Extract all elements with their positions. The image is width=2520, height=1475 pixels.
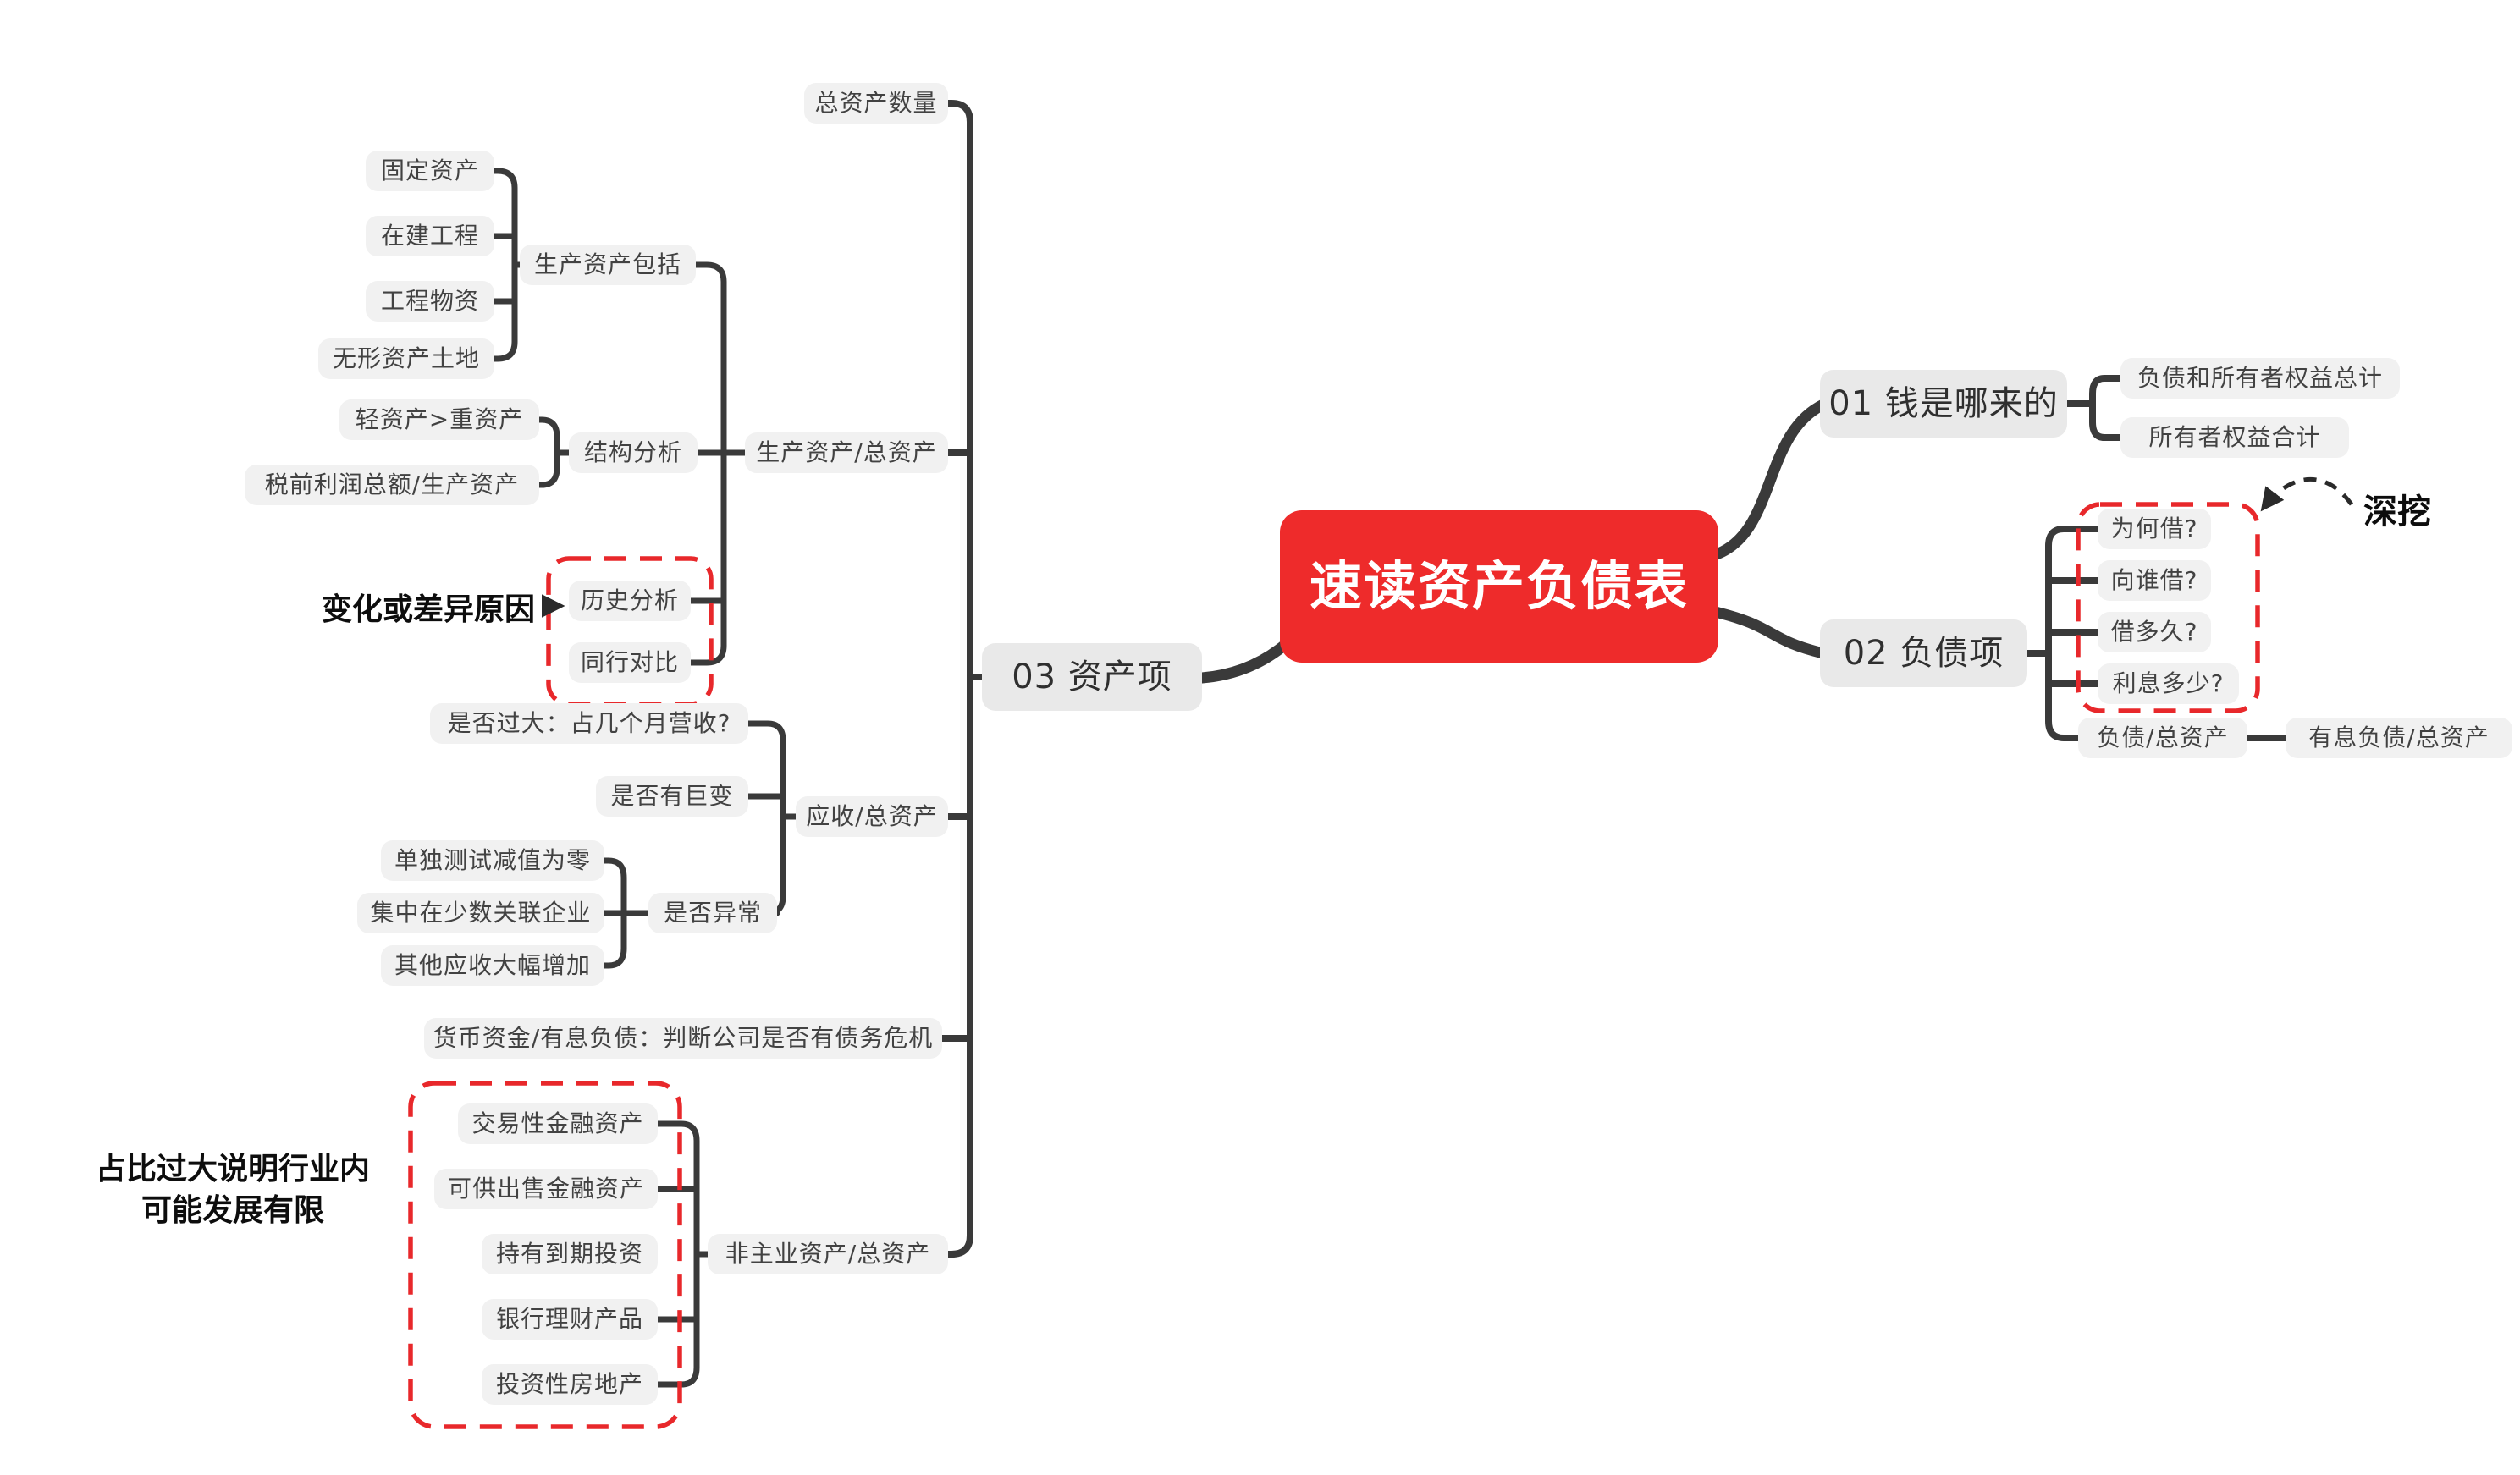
node-light-vs-heavy-assets[interactable]: 轻资产>重资产 (339, 399, 539, 440)
node-why-borrow[interactable]: 为何借? (2098, 509, 2211, 549)
node-02-liabilities[interactable]: 02 负债项 (1820, 619, 2027, 687)
node-01-money-source[interactable]: 01 钱是哪来的 (1820, 370, 2067, 438)
node-individual-impairment-zero[interactable]: 单独测试减值为零 (381, 840, 604, 881)
abnormal-bracket (601, 857, 652, 969)
structure-bracket (536, 416, 572, 488)
root-node[interactable]: 速读资产负债表 (1280, 510, 1718, 663)
node-peer-comparison[interactable]: 同行对比 (569, 642, 691, 683)
liabilities-bracket (2024, 526, 2289, 741)
node-noncore-assets-to-total-assets[interactable]: 非主业资产/总资产 (708, 1234, 948, 1274)
node-intangible-assets-land[interactable]: 无形资产土地 (318, 338, 494, 379)
node-too-large-months-revenue[interactable]: 是否过大：占几个月营收? (430, 703, 748, 744)
node-trading-financial-assets[interactable]: 交易性金融资产 (458, 1103, 658, 1144)
arrow-dig-deeper (2260, 476, 2354, 512)
prod-ratio-bracket (687, 261, 748, 666)
money-source-bracket (2064, 375, 2124, 441)
node-engineering-materials[interactable]: 工程物资 (366, 281, 494, 322)
node-interest-how-much[interactable]: 利息多少? (2098, 663, 2239, 704)
node-debt-to-total-assets[interactable]: 负债/总资产 (2078, 718, 2247, 758)
node-total-assets-quantity[interactable]: 总资产数量 (804, 83, 948, 124)
annotation-change-reason: 变化或差异原因 (322, 592, 536, 627)
node-borrow-how-long[interactable]: 借多久? (2098, 612, 2211, 652)
node-abnormal[interactable]: 是否异常 (648, 893, 777, 933)
receivables-bracket (745, 720, 799, 916)
node-history-analysis[interactable]: 历史分析 (569, 581, 691, 621)
assets-spine (939, 100, 987, 1258)
node-productive-assets-include[interactable]: 生产资产包括 (520, 245, 696, 285)
node-structure-analysis[interactable]: 结构分析 (569, 432, 698, 473)
prod-include-bracket (491, 168, 523, 362)
node-owners-equity-total[interactable]: 所有者权益合计 (2120, 417, 2349, 458)
node-bank-wealth-products[interactable]: 银行理财产品 (482, 1299, 658, 1340)
node-productive-assets-to-total-assets[interactable]: 生产资产/总资产 (745, 432, 948, 473)
node-held-to-maturity-investment[interactable]: 持有到期投资 (482, 1234, 658, 1274)
node-concentrated-related-companies[interactable]: 集中在少数关联企业 (357, 893, 604, 933)
node-fixed-assets[interactable]: 固定资产 (366, 151, 494, 191)
node-receivables-to-total-assets[interactable]: 应收/总资产 (796, 796, 948, 837)
node-pretax-profit-to-productive-assets[interactable]: 税前利润总额/生产资产 (245, 465, 539, 505)
node-interest-bearing-debt-to-total-assets[interactable]: 有息负债/总资产 (2286, 718, 2512, 758)
node-cash-vs-interest-debt[interactable]: 货币资金/有息负债：判断公司是否有债务危机 (424, 1018, 942, 1059)
node-03-assets[interactable]: 03 资产项 (982, 643, 1202, 711)
node-investment-property[interactable]: 投资性房地产 (482, 1364, 658, 1405)
noncore-bracket (654, 1120, 711, 1388)
node-liabilities-owners-equity-total[interactable]: 负债和所有者权益总计 (2120, 358, 2400, 399)
dashed-group-noncore-assets (408, 1081, 682, 1429)
node-available-for-sale-financial-assets[interactable]: 可供出售金融资产 (434, 1169, 658, 1209)
annotation-dig-deeper: 深挖 (2363, 493, 2431, 531)
node-other-receivables-increase[interactable]: 其他应收大幅增加 (381, 945, 604, 986)
annotation-industry-limited: 占比过大说明行业内 可能发展有限 (95, 1152, 370, 1228)
node-borrow-from-whom[interactable]: 向谁借? (2098, 560, 2211, 601)
node-huge-change[interactable]: 是否有巨变 (596, 776, 748, 817)
node-construction-in-progress[interactable]: 在建工程 (366, 216, 494, 256)
dashed-group-borrow-questions (2076, 502, 2260, 713)
